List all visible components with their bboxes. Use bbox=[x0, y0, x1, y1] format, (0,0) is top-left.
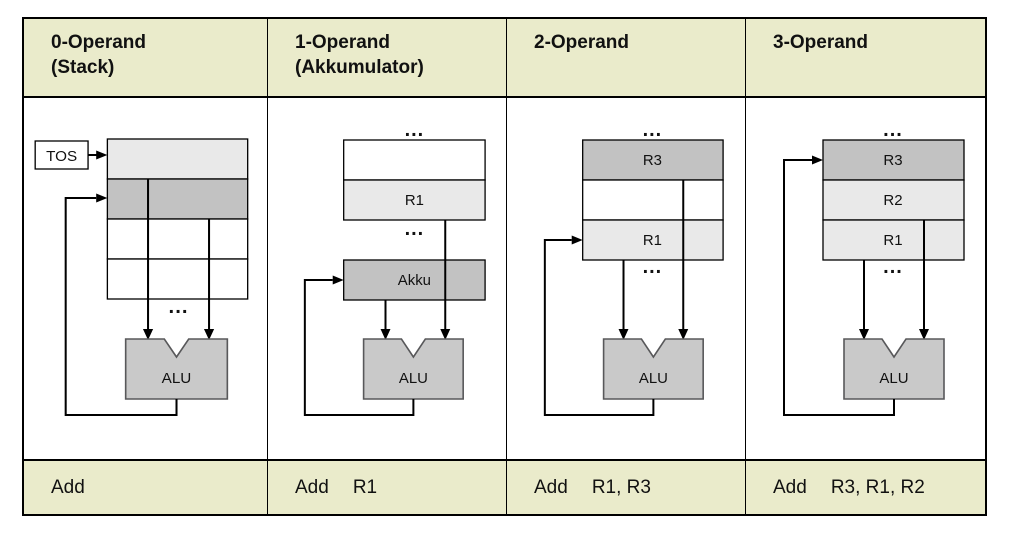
register-cell-empty bbox=[343, 139, 486, 181]
instruction-operands: R3, R1, R2 bbox=[830, 476, 925, 498]
register-label-r1: R1 bbox=[643, 232, 662, 249]
register-cell-r3 bbox=[822, 139, 965, 181]
arrowhead-icon bbox=[440, 329, 451, 340]
register-cell-r1 bbox=[343, 179, 486, 221]
instruction-stack: Add bbox=[24, 459, 268, 514]
register-cell-empty bbox=[582, 179, 724, 221]
accumulator-machine-svg: ... R1 ... Akku ALU bbox=[303, 119, 486, 416]
tos-box bbox=[34, 140, 89, 170]
stack-cell-top bbox=[106, 138, 249, 180]
diagram-accumulator-machine: ... R1 ... Akku ALU bbox=[268, 98, 507, 459]
feedback-arrowhead-icon bbox=[571, 235, 583, 245]
ellipsis: ... bbox=[169, 296, 189, 318]
register-cell-r2 bbox=[822, 179, 965, 221]
register-cell-r1 bbox=[582, 219, 724, 261]
header-line2: (Akkumulator) bbox=[295, 57, 424, 78]
register-cell-r3 bbox=[582, 139, 724, 181]
stack-cell-third bbox=[106, 218, 249, 260]
ellipsis: ... bbox=[405, 119, 425, 141]
ellipsis: ... bbox=[643, 119, 663, 141]
alu-box bbox=[843, 338, 945, 400]
header-3-operand: 3-Operand bbox=[746, 19, 985, 98]
tos-label: TOS bbox=[46, 148, 77, 165]
stack-cell-fourth bbox=[106, 258, 249, 300]
register-label-r3: R3 bbox=[643, 152, 662, 169]
instruction-accumulator: Add R1 bbox=[268, 459, 507, 514]
ellipsis: ... bbox=[643, 256, 663, 278]
header-line2: (Stack) bbox=[51, 57, 115, 78]
instruction-mnemonic: Add bbox=[295, 476, 329, 498]
arrowhead-icon bbox=[859, 329, 869, 340]
arrowhead-icon bbox=[618, 329, 629, 340]
header-line1: 2-Operand bbox=[534, 32, 630, 53]
result-feedback-wire bbox=[783, 159, 895, 416]
header-line1: 1-Operand bbox=[295, 32, 391, 53]
akku-box bbox=[343, 259, 486, 301]
operand-architecture-table: 0-Operand (Stack) 1-Operand (Akkumulator… bbox=[22, 17, 987, 516]
instruction-mnemonic: Add bbox=[51, 476, 85, 498]
instruction-operands: R1, R3 bbox=[591, 476, 651, 498]
alu-box bbox=[602, 338, 704, 400]
feedback-arrowhead-icon bbox=[332, 275, 344, 285]
tos-arrowhead-icon bbox=[96, 150, 108, 160]
diagram-3-operand-machine: ... R3 R2 R1 ... ALU bbox=[746, 98, 985, 459]
akku-label: Akku bbox=[398, 272, 431, 289]
header-2-operand: 2-Operand bbox=[507, 19, 746, 98]
header-line1: 3-Operand bbox=[773, 32, 869, 53]
result-feedback-wire bbox=[64, 197, 178, 416]
register-label-r1: R1 bbox=[883, 232, 902, 249]
register-label-r1: R1 bbox=[405, 192, 424, 209]
arrowhead-icon bbox=[142, 329, 154, 340]
arrowhead-icon bbox=[203, 329, 215, 340]
register-cell-r1 bbox=[822, 219, 965, 261]
stack-machine-svg: TOS ... ALU bbox=[34, 138, 249, 416]
alu-label: ALU bbox=[162, 370, 192, 387]
feedback-arrowhead-icon bbox=[812, 155, 823, 165]
diagram-2-operand-machine: ... R3 R1 ... ALU bbox=[507, 98, 746, 459]
alu-box bbox=[362, 338, 464, 400]
header-0-operand: 0-Operand (Stack) bbox=[24, 19, 268, 98]
alu-label: ALU bbox=[879, 370, 908, 387]
instruction-mnemonic: Add bbox=[773, 476, 807, 498]
ellipsis: ... bbox=[883, 256, 903, 278]
feedback-arrowhead-icon bbox=[96, 193, 108, 203]
instruction-mnemonic: Add bbox=[534, 476, 568, 498]
result-feedback-wire bbox=[543, 239, 655, 416]
header-line1: 0-Operand bbox=[51, 32, 147, 53]
alu-label: ALU bbox=[399, 370, 428, 387]
two-operand-machine-svg: ... R3 R1 ... ALU bbox=[543, 119, 724, 416]
three-operand-machine-svg: ... R3 R2 R1 ... ALU bbox=[783, 119, 965, 416]
ellipsis: ... bbox=[405, 218, 425, 240]
register-label-r3: R3 bbox=[883, 152, 902, 169]
result-feedback-wire bbox=[303, 279, 415, 416]
instruction-operands: R1 bbox=[352, 476, 378, 498]
arrowhead-icon bbox=[919, 329, 929, 340]
arrowhead-icon bbox=[380, 329, 391, 340]
stack-cell-second bbox=[106, 178, 249, 220]
alu-box bbox=[124, 338, 229, 400]
register-label-r2: R2 bbox=[883, 192, 902, 209]
arrowhead-icon bbox=[678, 329, 689, 340]
instruction-3-operand: Add R3, R1, R2 bbox=[746, 459, 985, 514]
instruction-2-operand: Add R1, R3 bbox=[507, 459, 746, 514]
header-1-operand: 1-Operand (Akkumulator) bbox=[268, 19, 507, 98]
alu-label: ALU bbox=[639, 370, 668, 387]
diagram-stack-machine: TOS ... ALU bbox=[24, 98, 268, 459]
ellipsis: ... bbox=[883, 119, 903, 141]
